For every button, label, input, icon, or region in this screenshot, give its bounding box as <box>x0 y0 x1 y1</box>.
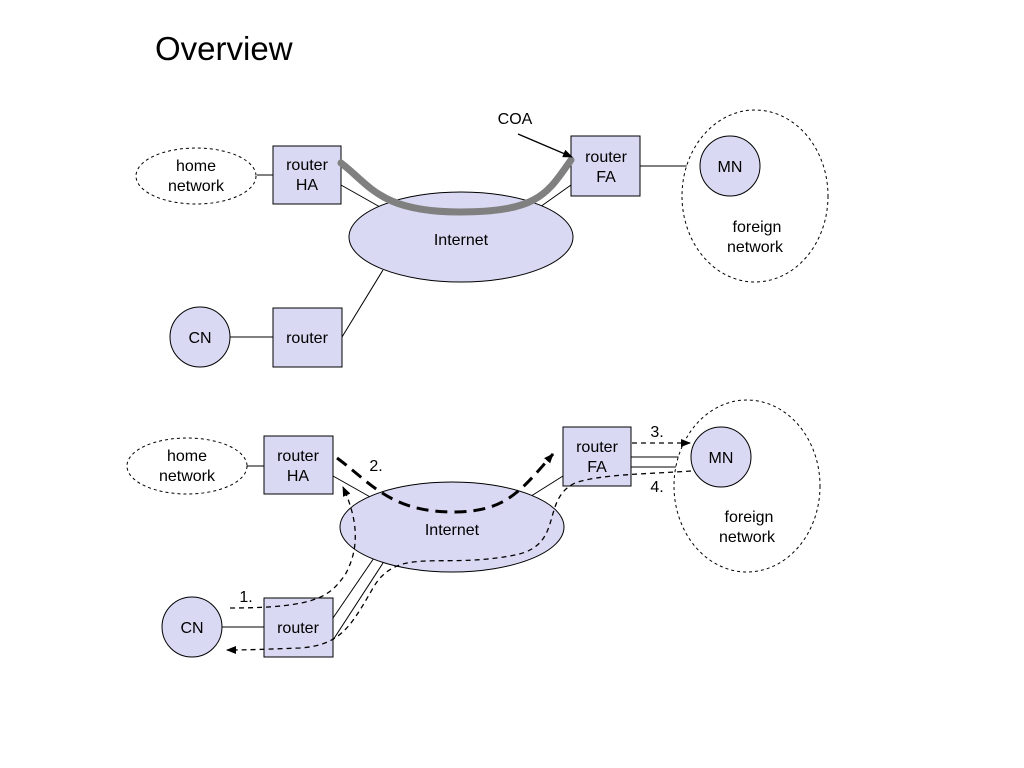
router-ha-box-2 <box>263 435 334 495</box>
home-network-cloud <box>135 147 257 205</box>
step-label-3: 3. <box>650 424 663 441</box>
step-label-2: 2. <box>369 458 382 475</box>
tunnel-path <box>337 156 575 216</box>
foreign-network-label-line1: foreign <box>733 219 782 236</box>
link-router-internet-2b <box>332 562 384 641</box>
foreign-network-label-2-line1: foreign <box>725 509 774 526</box>
cn-label: CN <box>188 330 211 347</box>
router-ha-label-2-line1: router <box>277 448 319 465</box>
foreign-network-label-2-line2: network <box>719 529 776 546</box>
cn-node-2 <box>161 596 223 658</box>
coa-arrow <box>517 133 573 158</box>
router-ha-label-line2: HA <box>296 177 319 194</box>
home-network-label-line1: home <box>176 158 216 175</box>
router-fa-box <box>570 135 641 197</box>
step-label-1: 1. <box>239 589 252 606</box>
home-network-label-line2: network <box>168 178 225 195</box>
link-router-internet-2a <box>332 557 375 619</box>
cn-label-2: CN <box>180 620 203 637</box>
mn-label-2: MN <box>709 450 734 467</box>
router-fa-label-line1: router <box>585 149 627 166</box>
foreign-network-cloud-2 <box>673 399 821 573</box>
internet-label: Internet <box>434 232 489 249</box>
router-fa-label-line2: FA <box>596 169 616 186</box>
router-cn-label: router <box>286 330 328 347</box>
router-ha-box <box>272 145 342 205</box>
link-ha-internet <box>340 184 381 208</box>
path-step-2 <box>336 453 555 514</box>
cn-node <box>169 306 231 368</box>
mn-node <box>699 135 761 197</box>
mn-label: MN <box>718 159 743 176</box>
mn-node-2 <box>690 426 752 488</box>
foreign-network-label-line2: network <box>727 239 784 256</box>
internet-label-2: Internet <box>425 522 480 539</box>
foreign-network-cloud <box>681 109 829 283</box>
router-ha-label-2-line2: HA <box>287 468 310 485</box>
internet-cloud-2 <box>339 481 565 573</box>
home-network-cloud-2 <box>126 437 248 495</box>
router-fa-label-2-line1: router <box>576 439 618 456</box>
step-label-4: 4. <box>650 479 663 496</box>
slide-title: Overview <box>155 30 293 67</box>
router-fa-box-2 <box>562 426 632 487</box>
path-step-1 <box>229 486 356 609</box>
bottom-diagram: home network foreign network Internet ro… <box>126 399 821 658</box>
path-step-4 <box>226 470 692 654</box>
home-network-label-2-line2: network <box>159 468 216 485</box>
link-fa-internet-2 <box>527 475 564 499</box>
internet-cloud <box>348 191 574 283</box>
router-cn-box-2 <box>263 597 334 658</box>
home-network-label-2-line1: home <box>167 448 207 465</box>
router-ha-label-line1: router <box>286 157 328 174</box>
link-ha-internet-2 <box>332 475 373 499</box>
router-cn-label-2: router <box>277 620 319 637</box>
router-cn-box <box>272 307 343 368</box>
router-fa-label-2-line2: FA <box>587 459 607 476</box>
top-diagram: home network foreign network Internet ro… <box>135 109 829 368</box>
coa-label: COA <box>498 111 533 128</box>
link-fa-internet <box>539 184 572 208</box>
link-router-internet <box>341 269 384 338</box>
